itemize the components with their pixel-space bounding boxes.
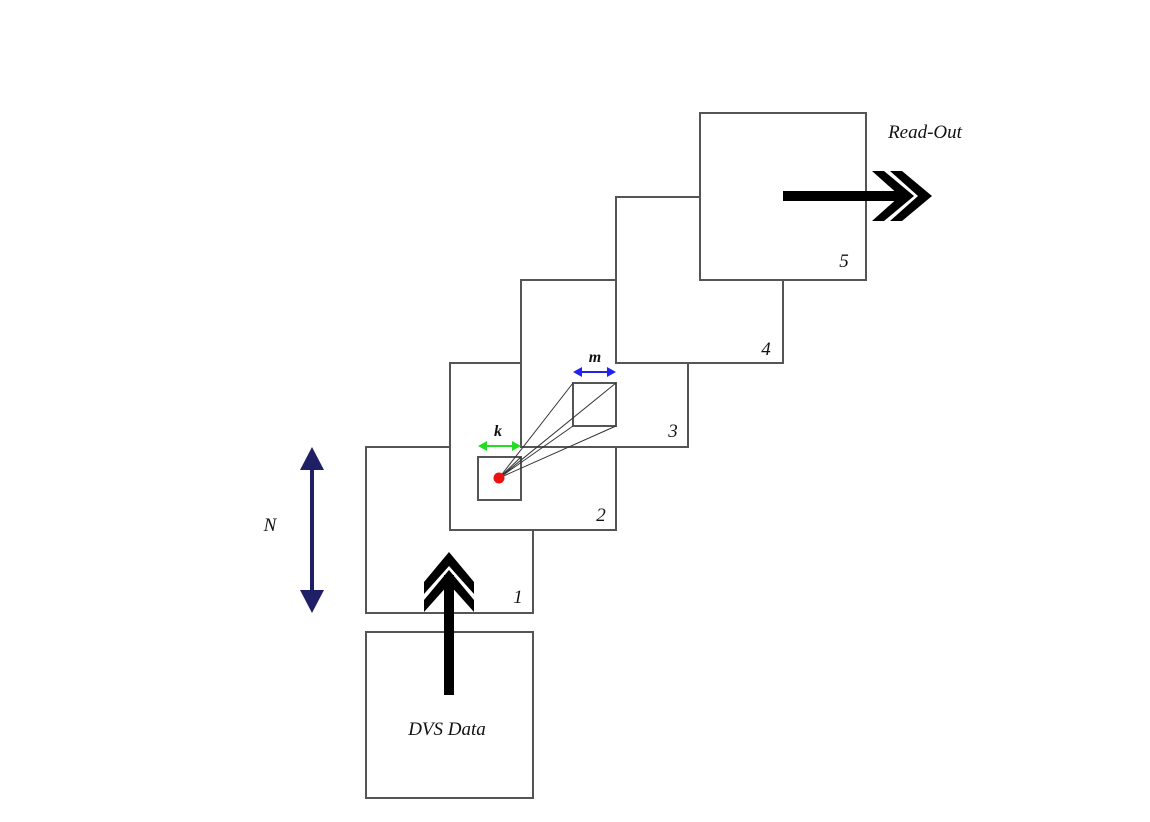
m-label: m — [589, 349, 601, 366]
k-label: k — [494, 423, 502, 440]
kernel-square — [477, 456, 522, 501]
layer-4-label: 4 — [761, 339, 771, 360]
input-flow-arrow — [424, 552, 474, 695]
n-label: N — [263, 515, 278, 536]
layer-2-label: 2 — [596, 505, 606, 526]
m-arrow — [573, 367, 616, 377]
neuron-dot — [493, 472, 505, 484]
projection-lines — [498, 382, 617, 479]
layer-1-label: 1 — [513, 587, 523, 608]
readout-flow-arrow — [783, 171, 932, 221]
receptive-field-square — [572, 382, 617, 427]
k-arrow — [478, 441, 521, 451]
layer-5-label: 5 — [839, 251, 849, 272]
dvs-data-label: DVS Data — [407, 719, 486, 740]
n-arrow — [300, 447, 324, 613]
layer-3-label: 3 — [667, 421, 678, 442]
read-out-label: Read-Out — [887, 122, 963, 143]
